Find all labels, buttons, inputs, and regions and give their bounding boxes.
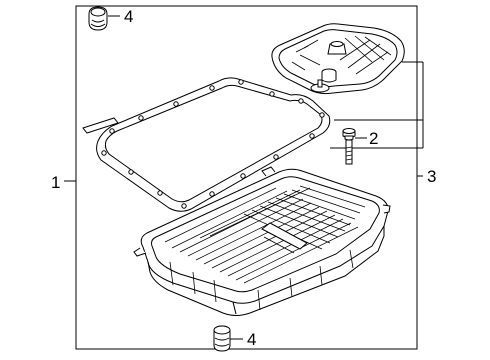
callout-1: 1 xyxy=(51,173,60,192)
callout-4-bottom: 4 xyxy=(247,330,256,349)
gasket xyxy=(96,77,331,212)
callout-4-top: 4 xyxy=(124,7,133,26)
drain-plug-bottom xyxy=(213,325,231,352)
filter xyxy=(271,23,405,95)
bolt xyxy=(342,128,356,165)
callout-2: 2 xyxy=(369,129,378,148)
callout-3: 3 xyxy=(427,167,436,186)
assembly-frame xyxy=(75,5,418,350)
oil-pan xyxy=(133,166,391,316)
drain-plug-top xyxy=(88,6,108,31)
